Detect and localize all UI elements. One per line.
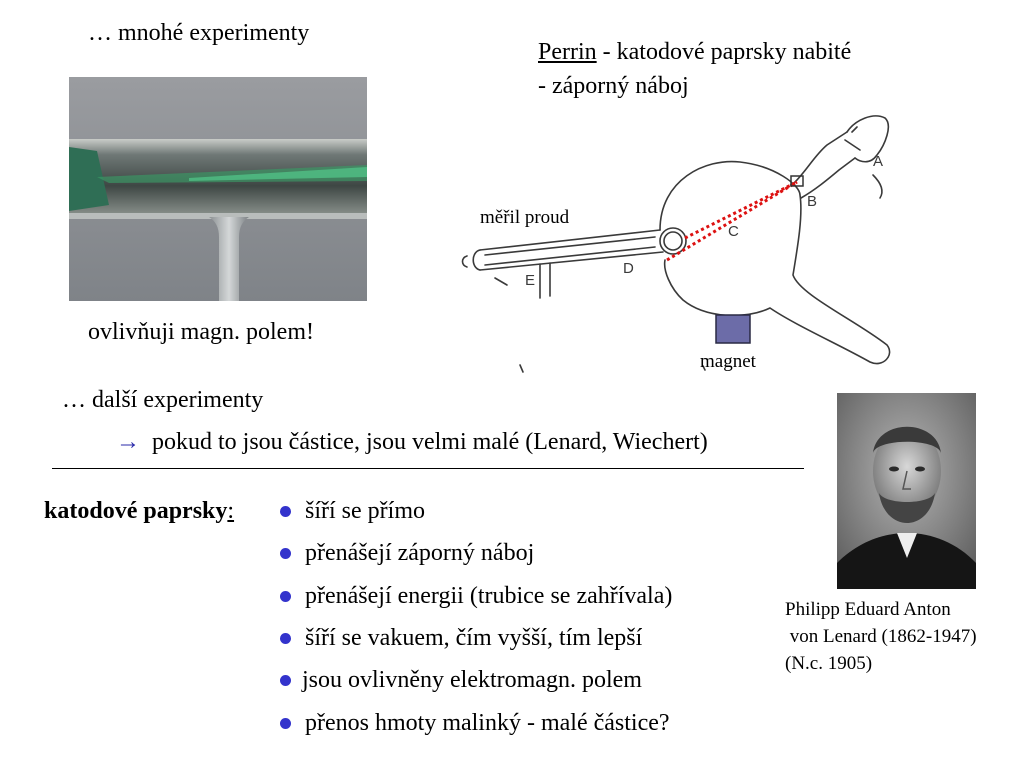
bullet-dot-icon [280,506,291,517]
arrow-icon: → [116,429,140,455]
bullet-dot-icon [280,675,291,686]
bullet-dot-icon [280,633,291,644]
ray-path [666,180,798,262]
label-e: E [525,272,535,289]
label-d: D [623,260,634,277]
portrait-caption-line1: Philipp Eduard Anton [785,599,951,620]
label-c: C [728,223,739,240]
perrin-name: Perrin [538,39,597,65]
list-item-text: přenos hmoty malinký - malé částice? [305,710,670,736]
bullet-dot-icon [280,718,291,729]
magnet-icon [715,314,751,344]
perrin-apparatus-diagram: A B C D E [461,115,891,373]
list-item-text: přenášejí záporný náboj [305,540,535,566]
list-item-text: šíří se přímo [305,498,425,524]
perrin-line1: - katodové paprsky nabité [596,39,852,65]
cathode-tube-photo [69,77,367,301]
measured-current-label: měřil proud [480,207,570,228]
perrin-line2: - záporný náboj [538,73,689,99]
conclusion-line: → pokud to jsou částice, jsou velmi malé… [116,428,708,456]
label-a: A [873,153,883,170]
portrait-caption-line2: von Lenard (1862-1947) [785,626,977,647]
heading-further-experiments: … další experimenty [62,387,264,413]
cathode-rays-label-colon: : [227,498,235,524]
bullet-dot-icon [280,591,291,602]
perrin-title: Perrin - katodové paprsky nabité [538,38,851,66]
cathode-rays-label: katodové paprsky: [44,497,234,525]
list-item-text: přenášejí energii (trubice se zahřívala) [305,583,673,609]
conclusion-text: pokud to jsou částice, jsou velmi malé (… [152,429,708,455]
lenard-portrait [837,393,976,589]
list-item-text: šíří se vakuem, čím vyšší, tím lepší [305,625,643,651]
label-b: B [807,193,817,210]
list-item-text: jsou ovlivněny elektromagn. polem [302,667,642,693]
bullet-dot-icon [280,548,291,559]
divider [52,468,804,469]
magnet-label: magnet [700,351,756,372]
cathode-rays-label-bold: katodové paprsky [44,498,228,524]
portrait-caption-line3: (N.c. 1905) [785,653,873,674]
photo-caption: ovlivňuji magn. polem! [88,319,314,345]
heading-more-experiments: … mnohé experimenty [88,20,310,46]
